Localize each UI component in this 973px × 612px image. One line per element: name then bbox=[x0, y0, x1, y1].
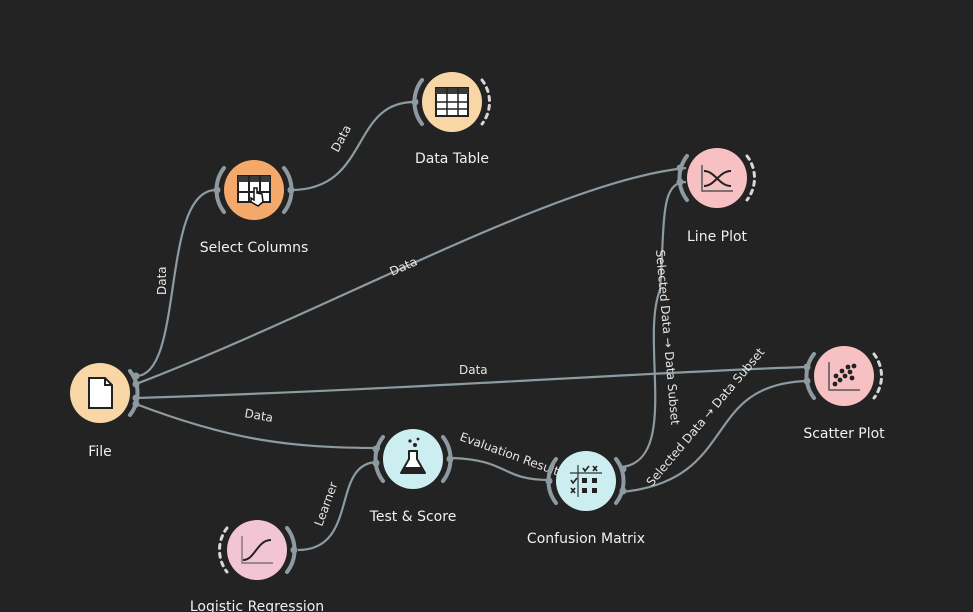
port[interactable] bbox=[803, 363, 811, 371]
widget-data-table[interactable]: Data Table bbox=[411, 72, 492, 167]
widget-file[interactable]: File bbox=[70, 363, 140, 460]
input-anchor[interactable] bbox=[373, 435, 385, 483]
widget-title: Data Table bbox=[415, 151, 489, 167]
port[interactable] bbox=[619, 465, 627, 473]
link-label-logistic-test-score: Learner bbox=[312, 480, 341, 528]
output-anchor[interactable] bbox=[745, 154, 757, 202]
port[interactable] bbox=[803, 377, 811, 385]
link-file-test-score[interactable] bbox=[135, 402, 381, 450]
output-anchor[interactable] bbox=[872, 352, 884, 400]
port[interactable] bbox=[372, 445, 380, 453]
links bbox=[135, 100, 807, 552]
input-anchor[interactable] bbox=[217, 526, 229, 574]
widget-title: Line Plot bbox=[687, 229, 748, 245]
link-label-file-select-columns: Data bbox=[155, 266, 169, 295]
widget-test-score[interactable]: Test & Score bbox=[369, 429, 457, 525]
port[interactable] bbox=[287, 186, 295, 194]
widget-title: Select Columns bbox=[200, 240, 309, 256]
port[interactable] bbox=[676, 164, 684, 172]
port[interactable] bbox=[619, 487, 627, 495]
line-plot-icon bbox=[701, 165, 733, 192]
widget-scatter-plot[interactable]: Scatter Plot bbox=[803, 346, 885, 442]
widget-title: Confusion Matrix bbox=[527, 531, 645, 547]
widget-title: Test & Score bbox=[369, 509, 457, 525]
confusion-matrix-icon bbox=[570, 465, 602, 497]
link-select-columns-data-table[interactable] bbox=[290, 100, 415, 192]
link-label-confusion-scatter-plot: Selected Data → Data Subset bbox=[644, 345, 768, 489]
widget-title: Scatter Plot bbox=[803, 426, 885, 442]
widget-select-columns[interactable]: Select Columns bbox=[200, 160, 309, 256]
widget-line-plot[interactable]: Line Plot bbox=[676, 148, 757, 245]
port[interactable] bbox=[446, 455, 454, 463]
port[interactable] bbox=[411, 98, 419, 106]
file-icon bbox=[88, 377, 113, 409]
widget-title: File bbox=[88, 444, 111, 460]
port[interactable] bbox=[545, 477, 553, 485]
logistic-curve-icon bbox=[241, 536, 273, 564]
port[interactable] bbox=[132, 394, 140, 402]
input-anchor[interactable] bbox=[677, 154, 689, 202]
table-icon bbox=[435, 87, 469, 117]
port[interactable] bbox=[132, 400, 140, 408]
port[interactable] bbox=[372, 459, 380, 467]
link-confusion-line-plot[interactable] bbox=[621, 180, 687, 469]
link-label-file-test-score: Data bbox=[243, 406, 274, 425]
output-anchor[interactable] bbox=[614, 457, 626, 505]
link-label-file-scatter-plot: Data bbox=[459, 363, 488, 377]
link-file-select-columns[interactable] bbox=[135, 188, 217, 378]
flask-icon bbox=[400, 437, 426, 474]
link-logistic-test-score[interactable] bbox=[297, 460, 379, 552]
link-label-file-line-plot: Data bbox=[388, 254, 420, 278]
port[interactable] bbox=[132, 380, 140, 388]
link-confusion-scatter-plot[interactable] bbox=[621, 379, 807, 494]
input-anchor[interactable] bbox=[804, 352, 816, 400]
link-label-select-columns-data-table: Data bbox=[328, 123, 354, 155]
select-columns-icon bbox=[237, 175, 271, 207]
link-file-line-plot[interactable] bbox=[135, 166, 687, 386]
port[interactable] bbox=[132, 372, 140, 380]
link-label-confusion-line-plot: Selected Data → Data Subset bbox=[653, 249, 682, 426]
widget-logistic-regression[interactable]: Logistic Regression bbox=[190, 520, 324, 612]
output-anchor[interactable] bbox=[128, 369, 140, 417]
widget-title: Logistic Regression bbox=[190, 599, 324, 612]
port[interactable] bbox=[213, 186, 221, 194]
link-file-scatter-plot[interactable] bbox=[135, 365, 807, 400]
widget-confusion-matrix[interactable]: Confusion Matrix bbox=[527, 451, 645, 547]
scatter-plot-icon bbox=[828, 362, 860, 391]
port[interactable] bbox=[290, 546, 298, 554]
output-anchor[interactable] bbox=[480, 78, 492, 126]
port[interactable] bbox=[676, 178, 684, 186]
link-test-score-confusion[interactable] bbox=[451, 456, 551, 482]
